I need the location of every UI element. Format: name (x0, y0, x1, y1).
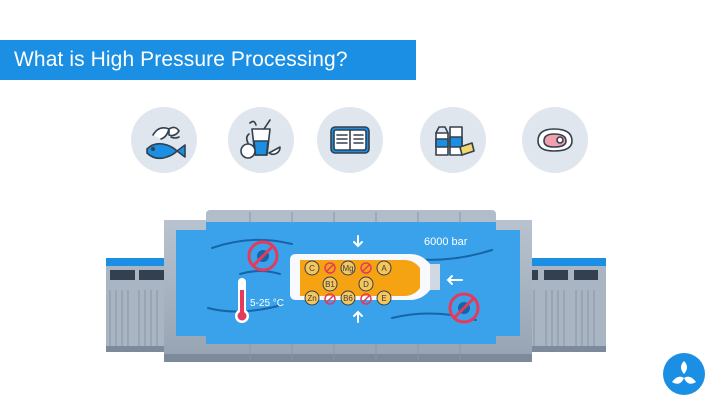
nutrient-label: B6 (343, 294, 353, 303)
thermometer-icon (235, 278, 249, 323)
pressure-arrows (353, 235, 463, 323)
dairy-icon (420, 107, 486, 173)
nutrient-label: A (381, 264, 387, 273)
nutrient-label: B1 (325, 280, 335, 289)
pressure-label: 6000 bar (424, 236, 468, 248)
bacteria-forbidden-icon (247, 240, 279, 272)
juice-bottle: C Mg A B1 D Zn B6 E (290, 254, 440, 306)
fruit-juice-icon (228, 107, 294, 173)
page-title: What is High Pressure Processing? (0, 40, 416, 80)
meat-icon (522, 107, 588, 173)
ready-meal-icon (317, 107, 383, 173)
nutrient-label: E (381, 294, 386, 303)
nutrient-label: D (363, 280, 369, 289)
nutrient-label: Mg (342, 264, 353, 273)
nutrient-label: Zn (307, 294, 316, 303)
bacteria-forbidden-icon (448, 292, 480, 324)
temperature-label: 5-25 °C (250, 298, 285, 309)
seafood-icon (131, 107, 197, 173)
nutrient-label: C (309, 264, 315, 273)
brand-logo (663, 353, 705, 395)
